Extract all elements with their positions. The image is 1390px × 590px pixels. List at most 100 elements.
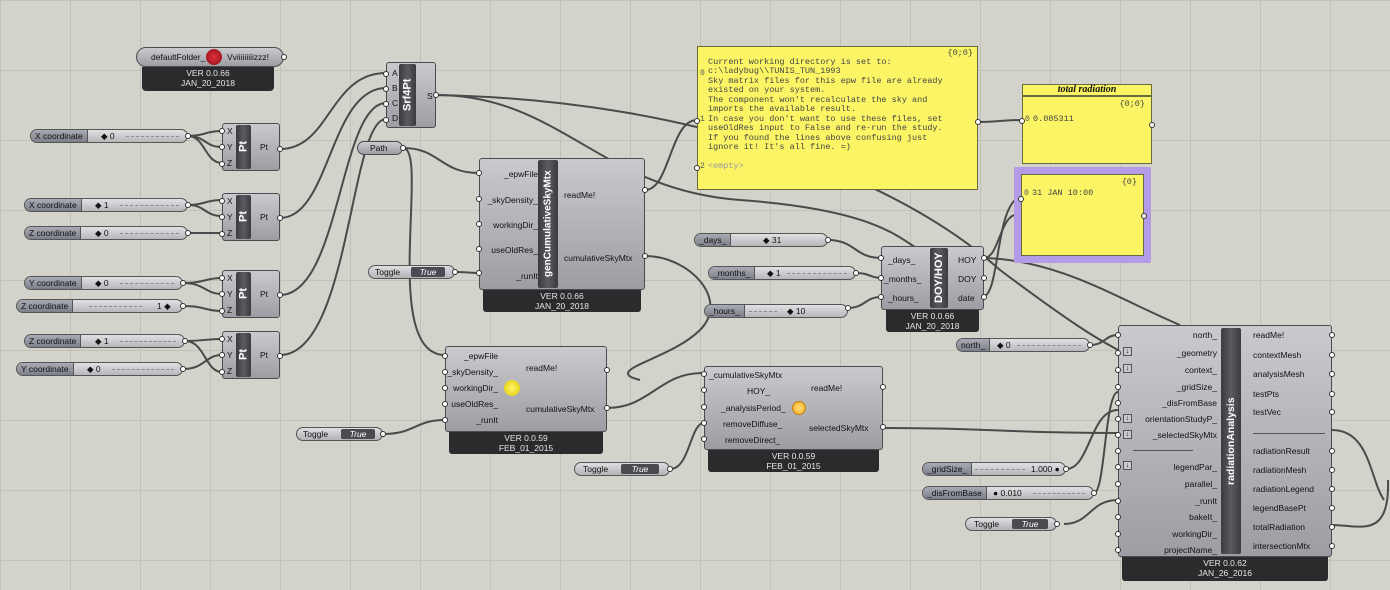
port-dot[interactable] (219, 128, 225, 134)
z-coordinate-slider[interactable]: Z coordinate 1 ◆ (16, 299, 183, 313)
port-dot[interactable] (1329, 467, 1335, 473)
output-readme[interactable]: readMe! (1253, 330, 1285, 340)
gen-cumulative-sky-mtx-legacy-component[interactable]: _epwFile _skyDensity_ workingDir_ useOld… (445, 346, 607, 432)
input-z[interactable]: Z (227, 305, 233, 315)
slider-track[interactable] (120, 341, 176, 343)
port-dot[interactable] (219, 308, 225, 314)
flatten-icon[interactable]: ↓ (1123, 347, 1132, 356)
input-use-old-res[interactable]: useOldRes_ (491, 245, 538, 255)
input-y[interactable]: Y (227, 212, 233, 222)
toggle-value[interactable]: True (1012, 519, 1048, 529)
input-remove-direct[interactable]: removeDirect_ (725, 435, 781, 445)
input-parallel[interactable]: parallel_ (1184, 479, 1217, 489)
slider-track[interactable] (120, 283, 174, 285)
port-dot[interactable] (1149, 122, 1155, 128)
output-hoy[interactable]: HOY (958, 255, 977, 265)
port-dot[interactable] (442, 369, 448, 375)
port-dot[interactable] (701, 371, 707, 377)
output-readme[interactable]: readMe! (811, 383, 843, 393)
port-dot[interactable] (277, 146, 283, 152)
port-dot[interactable] (1054, 521, 1060, 527)
port-dot[interactable] (1329, 409, 1335, 415)
input-grid-size[interactable]: _gridSize_ (1176, 382, 1217, 392)
slider-track[interactable] (749, 311, 777, 313)
port-dot[interactable] (701, 387, 707, 393)
output-radiation-legend[interactable]: radiationLegend (1253, 484, 1314, 494)
port-dot[interactable] (1115, 481, 1121, 487)
toggle-value[interactable]: True (621, 464, 659, 474)
port-dot[interactable] (694, 165, 700, 171)
output-radiation-mesh[interactable]: radiationMesh (1253, 465, 1307, 475)
port-dot[interactable] (642, 187, 648, 193)
input-sky-density[interactable]: _skyDensity_ (487, 195, 538, 205)
port-dot[interactable] (180, 280, 186, 286)
input-y[interactable]: Y (227, 289, 233, 299)
y-coordinate-slider[interactable]: Y coordinate ◆ 0 (16, 362, 183, 376)
x-coordinate-slider[interactable]: X coordinate ◆ 1 (24, 198, 188, 212)
port-dot[interactable] (1115, 498, 1121, 504)
port-dot[interactable] (219, 198, 225, 204)
output-pt[interactable]: Pt (260, 212, 269, 222)
port-dot[interactable] (1329, 391, 1335, 397)
input-months[interactable]: _months_ (884, 274, 922, 284)
input-y[interactable]: Y (227, 142, 233, 152)
input-a[interactable]: A (392, 68, 398, 78)
port-dot[interactable] (383, 117, 389, 123)
input-working-dir[interactable]: workingDir_ (453, 383, 498, 393)
flatten-icon[interactable]: ↓ (1123, 430, 1132, 439)
port-dot[interactable] (1115, 367, 1121, 373)
flatten-icon[interactable]: ↓ (1123, 414, 1132, 423)
input-legend-par[interactable]: legendPar_ (1173, 462, 1217, 472)
months-slider[interactable]: _months_ ◆ 1 (708, 266, 856, 280)
port-dot[interactable] (219, 352, 225, 358)
input-y[interactable]: Y (227, 350, 233, 360)
input-working-dir[interactable]: workingDir_ (493, 220, 538, 230)
port-dot[interactable] (277, 292, 283, 298)
output-date[interactable]: date (958, 293, 975, 303)
grid-size-slider[interactable]: _gridSize_ 1.000 ● (922, 462, 1066, 476)
output-intersection-mtx[interactable]: intersectionMtx (1253, 541, 1311, 551)
port-dot[interactable] (975, 119, 981, 125)
toggle-value[interactable]: True (411, 267, 445, 277)
port-dot[interactable] (476, 170, 482, 176)
port-dot[interactable] (219, 214, 225, 220)
port-dot[interactable] (1115, 448, 1121, 454)
port-dot[interactable] (180, 303, 186, 309)
gen-cumulative-sky-mtx-component[interactable]: _epwFile _skyDensity_ workingDir_ useOld… (479, 158, 645, 290)
port-dot[interactable] (476, 221, 482, 227)
path-parameter[interactable]: Path (357, 141, 403, 155)
pt-component[interactable]: X Y Z Pt (222, 193, 280, 241)
port-dot[interactable] (1018, 196, 1024, 202)
port-dot[interactable] (604, 367, 610, 373)
port-dot[interactable] (1115, 514, 1121, 520)
port-dot[interactable] (1063, 466, 1069, 472)
port-dot[interactable] (219, 291, 225, 297)
input-run-it[interactable]: _runIt (476, 415, 498, 425)
port-dot[interactable] (1115, 531, 1121, 537)
input-epw-file[interactable]: _epwFile (503, 169, 538, 179)
input-z[interactable]: Z (227, 366, 233, 376)
port-dot[interactable] (825, 237, 831, 243)
slider-track[interactable] (787, 273, 847, 275)
port-dot[interactable] (476, 246, 482, 252)
output-total-radiation[interactable]: totalRadiation (1253, 522, 1305, 532)
port-dot[interactable] (1115, 547, 1121, 553)
output-test-vec[interactable]: testVec (1253, 407, 1281, 417)
flatten-icon[interactable]: ↓ (1123, 461, 1132, 470)
toggle-value[interactable]: True (341, 429, 375, 439)
port-dot[interactable] (878, 255, 884, 261)
port-dot[interactable] (180, 366, 186, 372)
default-folder-component[interactable]: defaultFolder_ Vviiiiiiiiizzz! (136, 47, 284, 67)
date-panel[interactable]: {0} 0 31 JAN 10:00 (1021, 174, 1144, 256)
port-dot[interactable] (219, 369, 225, 375)
port-dot[interactable] (1329, 486, 1335, 492)
input-analysis-period[interactable]: _analysisPeriod_ (721, 403, 786, 413)
port-dot[interactable] (667, 466, 673, 472)
boolean-toggle[interactable]: Toggle True (296, 427, 383, 441)
port-dot[interactable] (219, 144, 225, 150)
input-cumulative-sky-mtx[interactable]: _cumulativeSkyMtx (709, 370, 783, 380)
days-slider[interactable]: _days_ ◆ 31 (694, 233, 828, 247)
input-run-it[interactable]: _runIt (516, 271, 538, 281)
port-dot[interactable] (1329, 371, 1335, 377)
port-dot[interactable] (219, 231, 225, 237)
